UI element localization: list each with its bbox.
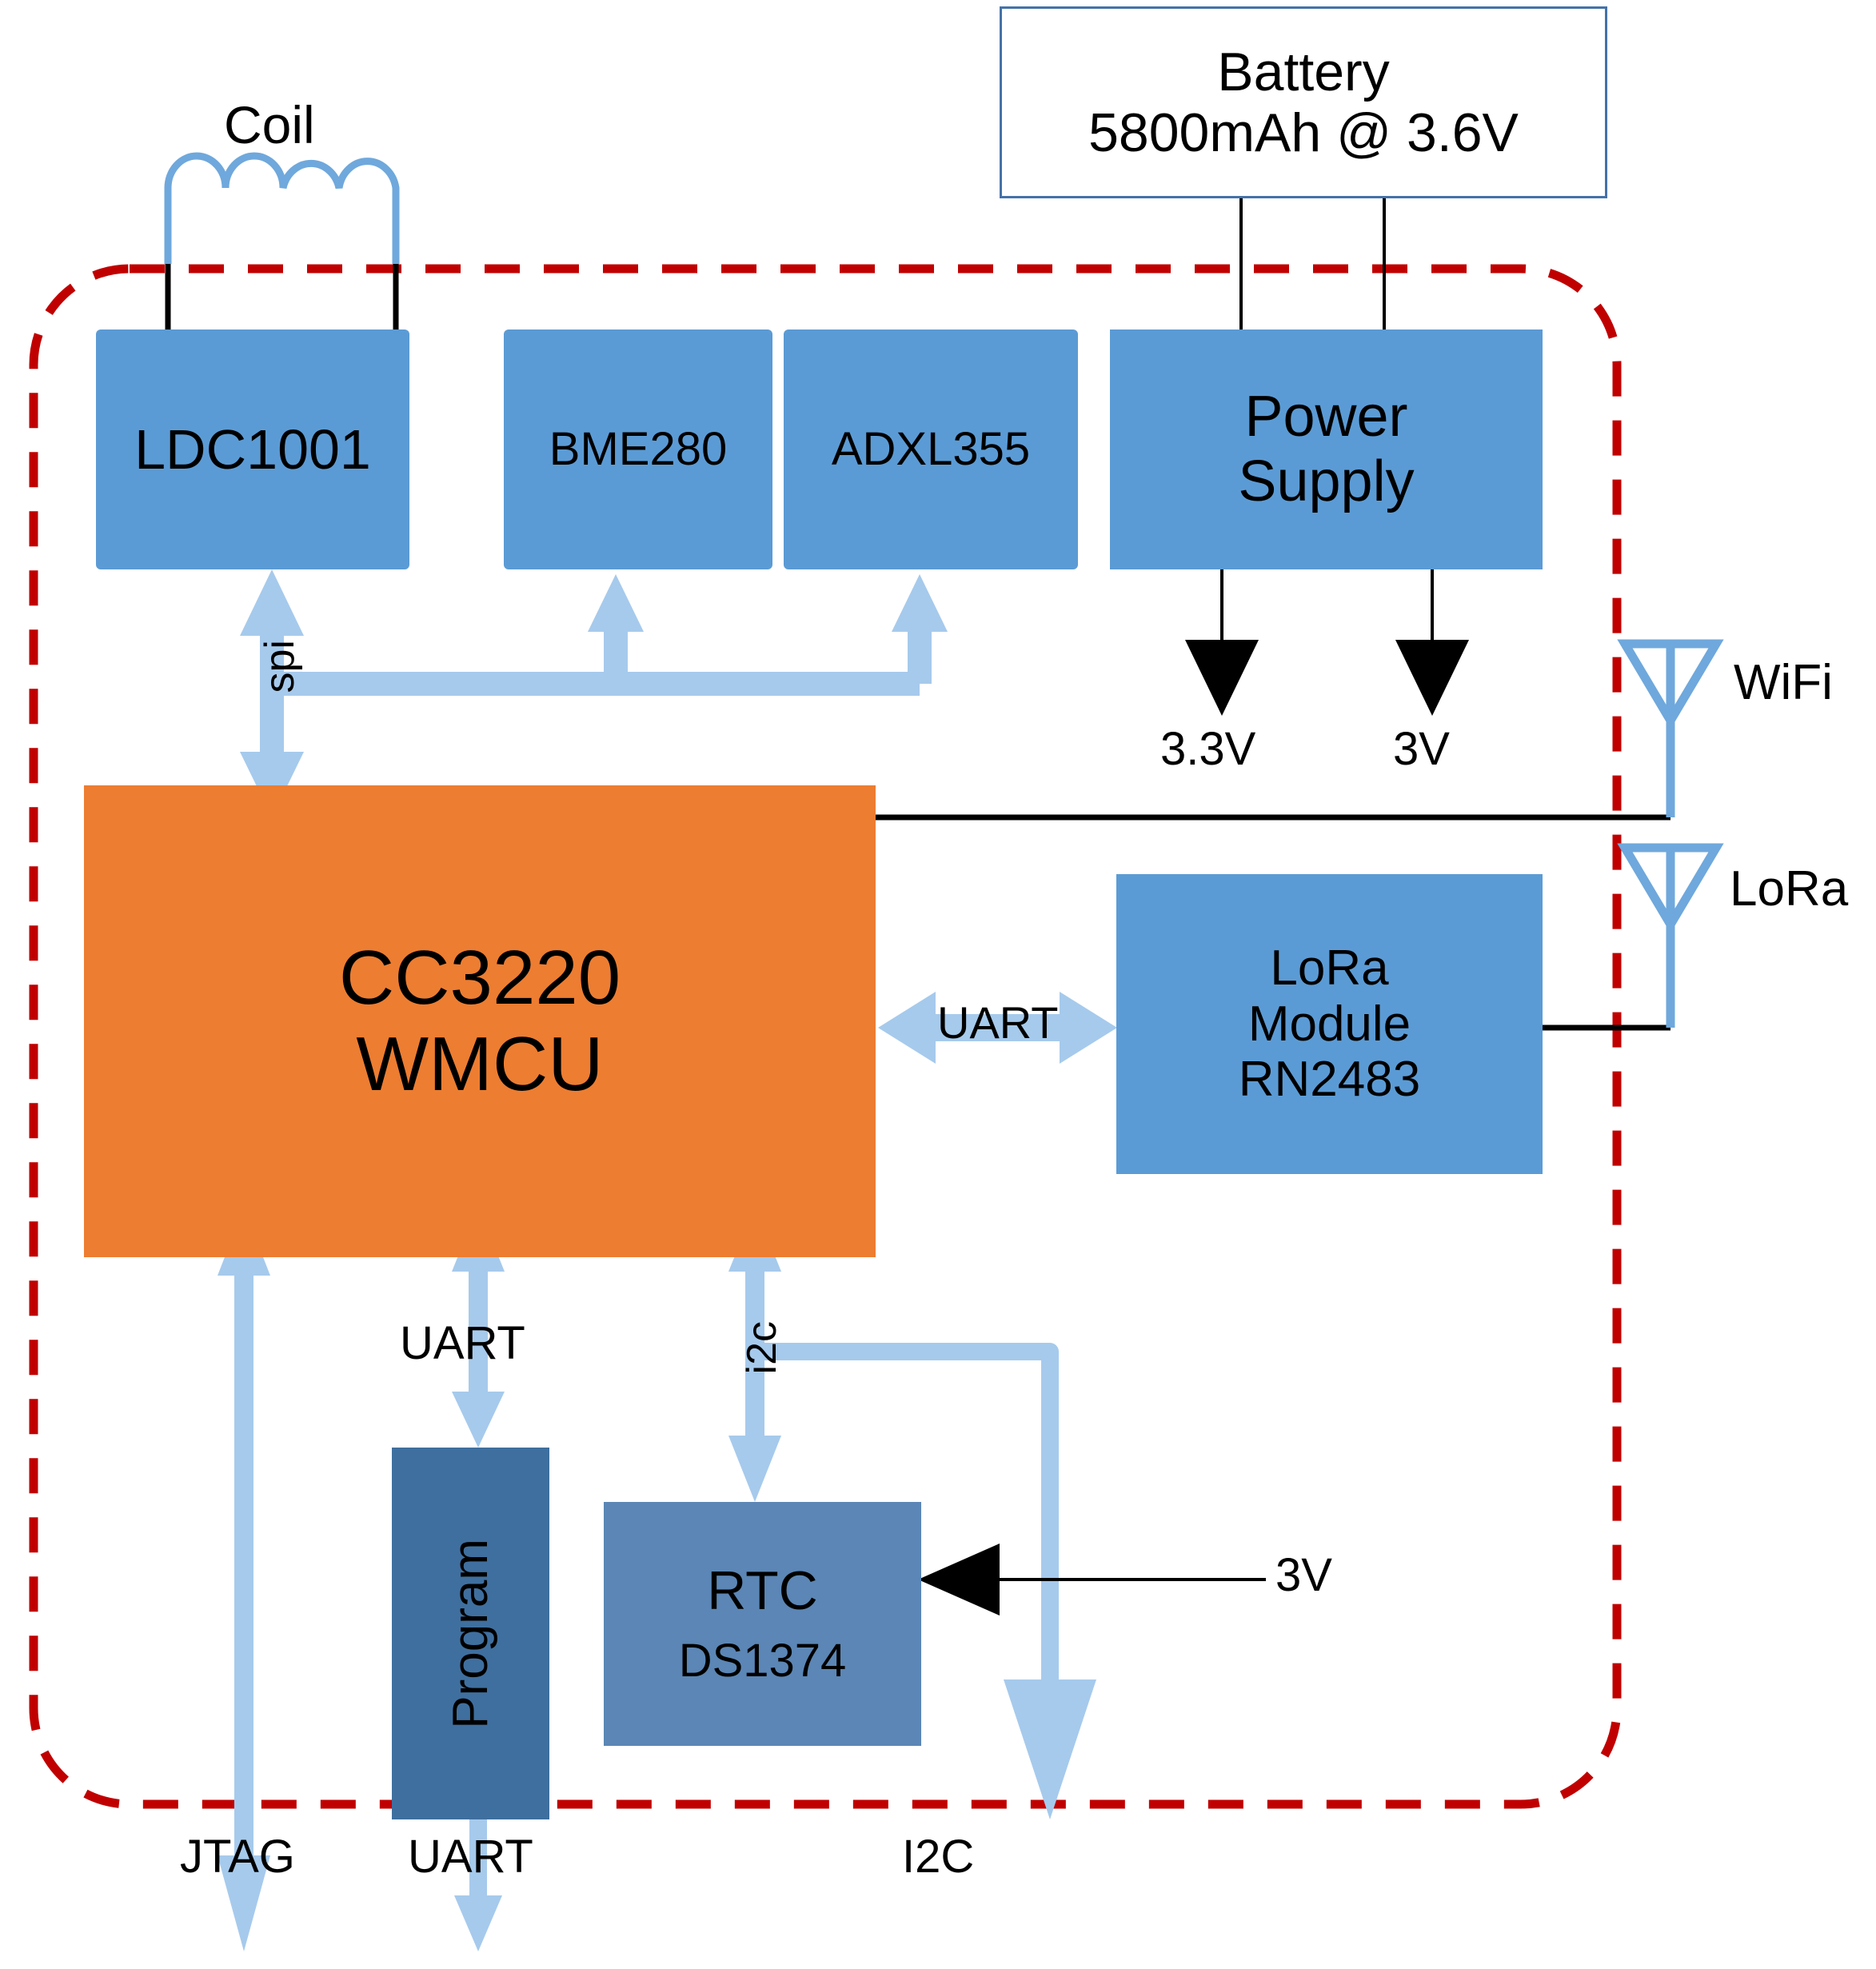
wifi-antenna-label: WiFi xyxy=(1734,655,1833,710)
uart-lora-arrowhead-left xyxy=(878,992,936,1064)
cc3220-wmcu-block: CC3220 WMCU xyxy=(84,785,876,1257)
spi-ldc-mcu-arrowhead-up xyxy=(240,569,304,636)
lora-antenna-label: LoRa xyxy=(1730,861,1849,917)
coil-symbol xyxy=(164,152,400,264)
cc3220-label-line2: WMCU xyxy=(356,1021,604,1107)
battery-label-line1: Battery xyxy=(1217,41,1390,102)
rtc-label-line2: DS1374 xyxy=(678,1635,847,1687)
psu-rail-3v-arrowhead xyxy=(1395,640,1469,716)
spi-branch-adxl-arrowhead xyxy=(892,574,948,632)
rail-3v-psu-label: 3V xyxy=(1393,723,1450,775)
program-block: Program xyxy=(392,1448,549,1819)
bme280-label: BME280 xyxy=(549,422,728,475)
lora-antenna-icon xyxy=(1617,843,1724,1028)
uart-external-label: UART xyxy=(408,1831,533,1883)
uart-program-label: UART xyxy=(400,1317,525,1369)
jtag-external-label: JTAG xyxy=(180,1831,295,1883)
i2c-external-arrowhead-down xyxy=(1004,1679,1096,1819)
battery-block: Battery 5800mAh @ 3.6V xyxy=(1000,6,1607,198)
i2c-external-label: I2C xyxy=(902,1831,975,1883)
wifi-antenna-icon xyxy=(1617,639,1724,817)
jtag-arrowhead-down xyxy=(218,1855,270,1951)
battery-label-line2: 5800mAh @ 3.6V xyxy=(1088,102,1519,163)
uart-external-arrowhead-down xyxy=(454,1895,502,1951)
lora-module-block: LoRa Module RN2483 xyxy=(1116,874,1543,1174)
program-label: Program xyxy=(442,1538,498,1729)
spi-ldc-mcu-arrowhead-down xyxy=(240,752,304,817)
bme280-block: BME280 xyxy=(504,329,772,569)
lora-label-line1: LoRa xyxy=(1270,941,1389,996)
rail-3v3-label: 3.3V xyxy=(1160,723,1256,775)
rtc-block: RTC DS1374 xyxy=(604,1502,921,1746)
i2c-mcu-rtc-arrowhead-down xyxy=(728,1436,781,1502)
uart-lora-label: UART xyxy=(937,997,1059,1048)
ldc1001-block: LDC1001 xyxy=(96,329,409,569)
spi-branch-bme-arrowhead xyxy=(588,574,644,632)
rtc-3v-arrowhead xyxy=(918,1544,1000,1616)
power-supply-label-line2: Supply xyxy=(1238,449,1415,513)
power-supply-block: Power Supply xyxy=(1110,329,1543,569)
lora-label-line2: Module xyxy=(1247,996,1411,1052)
rtc-label-line1: RTC xyxy=(707,1560,818,1621)
cc3220-label-line1: CC3220 xyxy=(338,935,621,1021)
rtc-3v-label: 3V xyxy=(1275,1549,1332,1601)
uart-program-top-arrowhead-down xyxy=(452,1392,505,1448)
coil-label: Coil xyxy=(224,95,315,154)
adxl355-block: ADXL355 xyxy=(784,329,1078,569)
i2c-internal-label: i2c xyxy=(739,1321,785,1375)
lora-label-line3: RN2483 xyxy=(1238,1052,1421,1108)
psu-rail-3v3-arrowhead xyxy=(1185,640,1259,716)
adxl355-label: ADXL355 xyxy=(831,422,1031,475)
enclosure-dashed-boundary xyxy=(29,264,1622,1809)
spi-bus-label: spi xyxy=(257,640,303,693)
ldc1001-label: LDC1001 xyxy=(134,417,371,481)
uart-lora-arrowhead-right xyxy=(1060,992,1117,1064)
i2c-external-bus-path xyxy=(755,1343,1059,1679)
power-supply-label-line1: Power xyxy=(1244,385,1408,449)
